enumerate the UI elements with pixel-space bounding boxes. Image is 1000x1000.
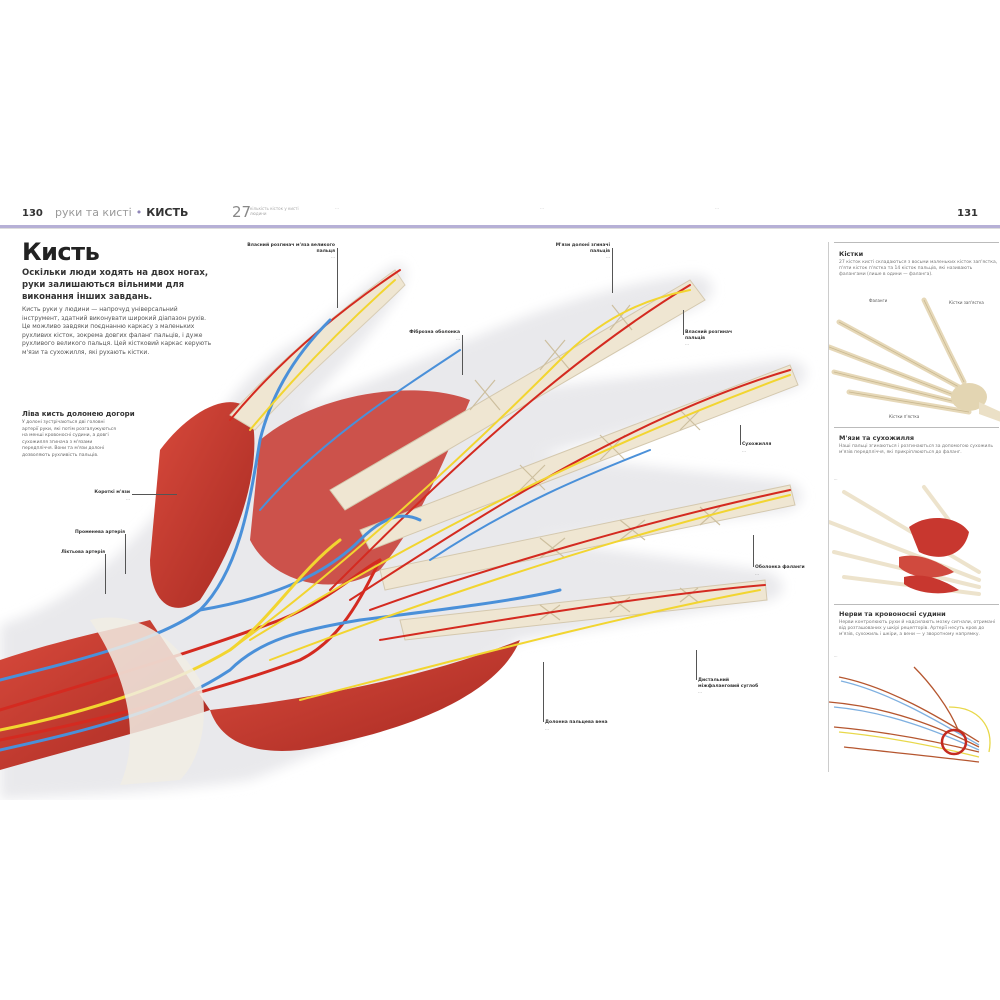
leader-line [612,248,613,293]
callout: Фіброзна оболонка … [400,330,460,341]
veins [0,318,651,752]
fact-text: кількість кісток у кисті людини [250,206,299,216]
lede: Оскільки люди ходять на двох ногах, руки… [22,268,209,302]
header-note: … [715,205,719,210]
leader-line [696,650,697,680]
callout: Сухожилля … [742,442,797,453]
breadcrumb: руки та кисті•КИСТЬ [55,206,188,219]
sidebar-section-nerves: Нерви та кровоносні судини Нерви контрол… [839,610,999,638]
subsection-title: Ліва кисть долонею догори [22,410,135,418]
callout-title: Оболонка фаланги [755,565,805,570]
fact-number: 27 [232,203,252,221]
callout-title: Фіброзна оболонка [409,330,460,335]
callout-text: … [742,447,746,453]
leader-line [337,248,338,308]
leader-line [132,494,177,495]
callout-text: … [698,689,702,694]
body-text: Кисть руки у людини — напрочуд універсал… [22,306,212,356]
callout: Власний розгинач м'яза великого пальця … [245,243,335,260]
callout-title: Сухожилля [742,442,772,447]
callout: М'язи долоні згиначі пальців … [545,243,610,260]
callout-title: Власний розгинач м'яза великого пальця [247,243,335,254]
sidebar-section-title: Кістки [839,250,864,258]
callout-text: … [606,254,610,259]
callout-text: … [126,495,130,501]
hand-illustration [0,264,807,800]
sidebar-section-title: Нерви та кровоносні судини [839,610,946,618]
callout: Долонна пальцева вена … [545,720,625,731]
callout-text: … [331,254,335,259]
sidebar-divider [834,242,999,243]
callout-title: Короткі м'язи [94,490,130,495]
leader-line [462,335,463,375]
leader-line [125,534,126,574]
callout: Дистальний міжфаланговий суглоб … [698,678,768,695]
callout-title: М'язи долоні згиначі пальців [555,243,610,254]
callout-title: Дистальний міжфаланговий суглоб [698,678,759,689]
callout-title: Ліктьова артерія [61,550,105,555]
wrist-retinaculum [90,617,204,785]
leader-line [740,425,741,445]
page-number-right: 131 [957,208,978,219]
header-rule [0,225,1000,229]
label-carpals: Кістки зап'ястка [949,300,984,305]
page-title: Кисть [22,238,100,266]
callout-title: Власний розгинач пальців [685,330,733,341]
sidebar-divider [834,427,999,428]
callout: Короткі м'язи … [75,490,130,501]
breadcrumb-topic: КИСТЬ [146,206,189,219]
sidebar-section-text: 27 кісток кисті складаються з восьми мал… [839,260,998,277]
middle-finger [359,364,799,551]
sidebar-section-muscles: М'язи та сухожилля Наші пальці згинаютьс… [839,434,999,456]
hypothenar-muscle [210,640,520,751]
page-header: 130 руки та кисті•КИСТЬ 27 кількість кіс… [0,200,1000,225]
sidebar: Кістки 27 кісток кисті складаються з вос… [828,242,1000,772]
muscles-thumbnail: … [829,477,981,596]
sidebar-section-title: М'язи та сухожилля [839,434,915,442]
callout: Оболонка фаланги … [755,565,810,576]
callout-text: … [685,341,689,346]
sidebar-section-text: Наші пальці згинаються і розгинаються за… [839,444,993,455]
callout: Власний розгинач пальців … [685,330,750,347]
sidebar-section-text: Нерви контролюють рухи й надсилають мозк… [839,620,996,637]
leader-line [753,535,754,567]
breadcrumb-separator: • [135,206,143,219]
header-note: … [335,205,339,210]
leader-line [683,310,684,335]
page-number-left: 130 [22,208,43,219]
subsection-text: У долоні зустрічаються дві головні артер… [22,420,116,458]
callout-text: … [545,725,549,731]
label-phalanges: Фаланги [869,298,888,303]
leader-line [105,554,106,594]
callout-title: Променева артерія [75,530,125,535]
thenar-muscle [150,402,255,608]
header-note: … [540,205,544,210]
sidebar-section-bones: Кістки 27 кісток кисті складаються з вос… [839,250,999,278]
callout-text: … [755,570,759,576]
callout: Ліктьова артерія [50,550,105,556]
breadcrumb-section: руки та кисті [55,206,132,219]
callout: Променева артерія [60,530,125,536]
muscles-label: … [834,477,838,481]
callout-title: Долонна пальцева вена [545,720,608,725]
ring-finger [379,484,796,591]
sidebar-divider [834,604,999,605]
leader-line [543,662,544,722]
nerves-label: … [834,654,838,658]
callout-text: … [456,335,460,341]
book-spread: 130 руки та кисті•КИСТЬ 27 кількість кіс… [0,200,1000,800]
bones-thumbnail: Фаланги Кістки зап'ястка Кістки п'ястка [829,297,1000,422]
nerves-thumbnail: … [829,654,991,763]
nerves [0,279,791,732]
label-metacarpals: Кістки п'ястка [889,414,920,419]
